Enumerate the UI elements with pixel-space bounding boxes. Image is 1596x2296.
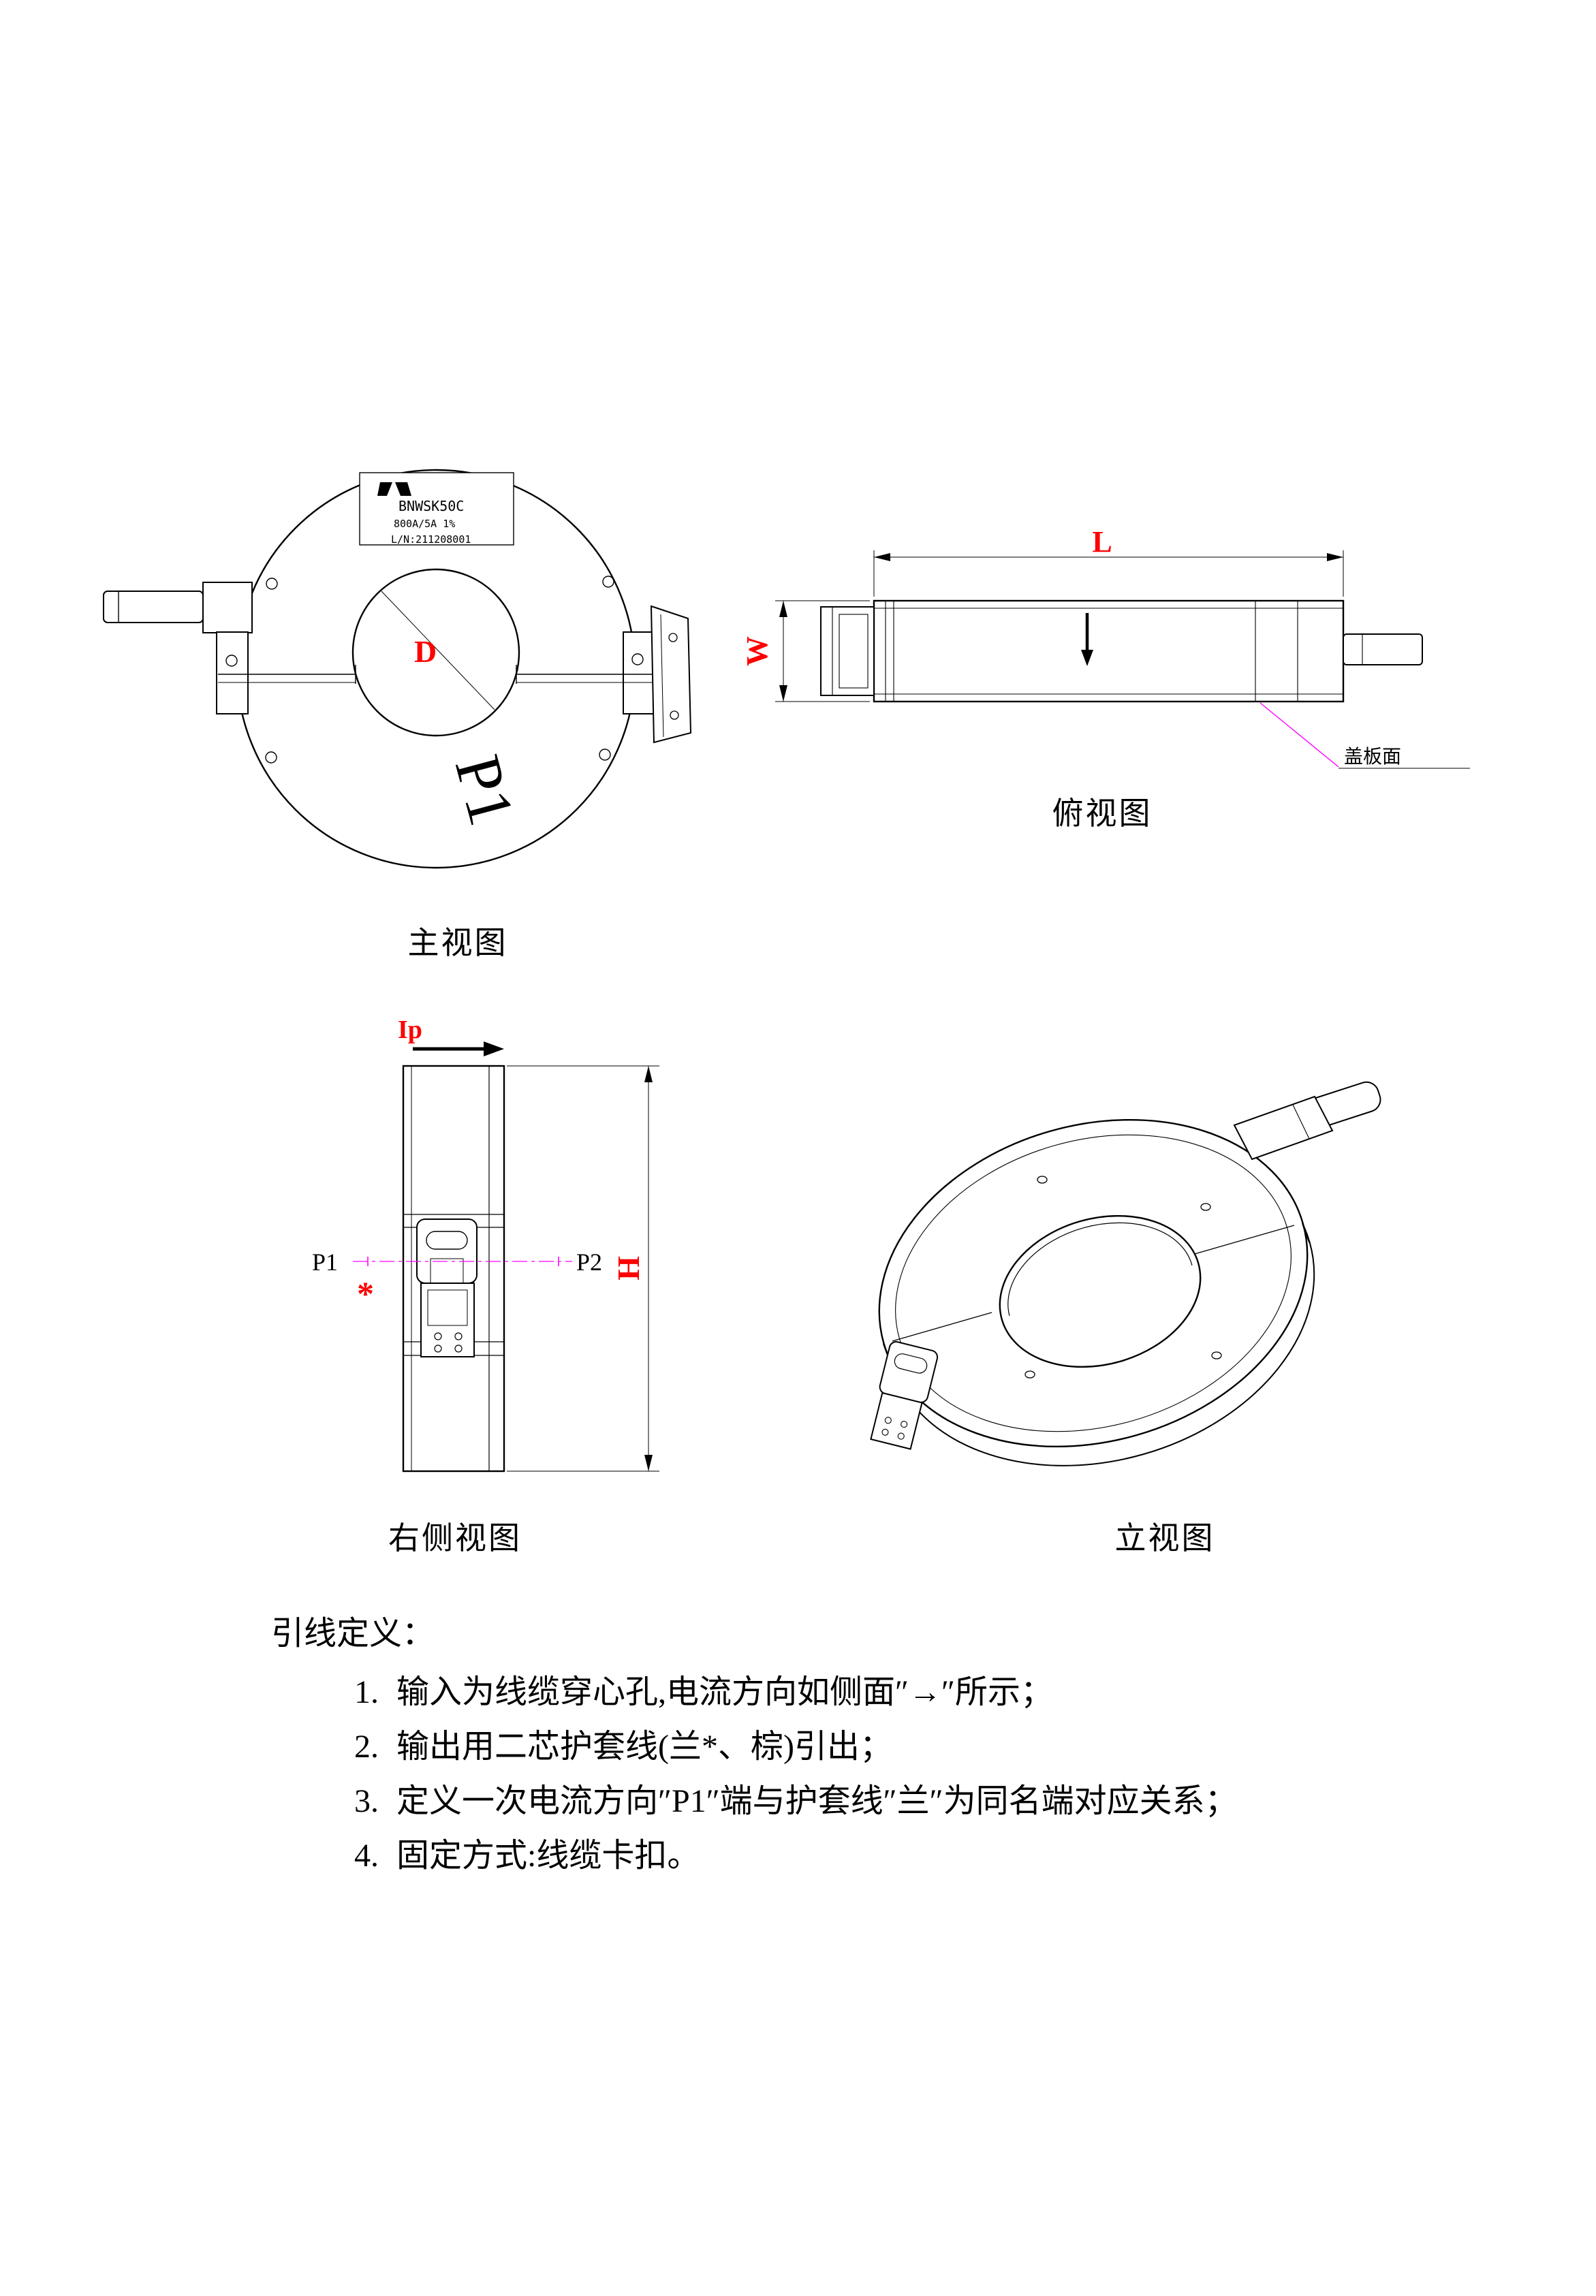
- front-view-linework: [103, 469, 692, 869]
- front-view-caption: 主视图: [407, 926, 508, 960]
- screw-holes: [225, 576, 644, 764]
- latch-plate: [650, 605, 692, 744]
- cable-exit: [1343, 633, 1423, 665]
- iso-view-drawing: [870, 1081, 1381, 1466]
- top-view-drawing: L W 盖板面: [740, 525, 1470, 769]
- product-label: [359, 472, 514, 546]
- note-item-2: 2. 输出用二芯护套线(兰*、棕)引出；: [271, 1729, 1429, 1765]
- notes-section: 引线定义： 1. 输入为线缆穿心孔,电流方向如侧面″→″所示； 2. 输出用二芯…: [271, 1606, 1429, 1892]
- label-model: BNWSK50C: [398, 498, 464, 514]
- dim-d-label: D: [414, 634, 437, 669]
- polarity-centerline: [353, 1257, 572, 1266]
- note-number: 3.: [354, 1783, 379, 1819]
- split-bosses: [216, 631, 657, 714]
- dim-h-lines: [507, 1065, 659, 1472]
- diameter-line: [381, 591, 495, 710]
- hole-depth-edge: [1007, 1222, 1193, 1317]
- current-direction-arrow: [1081, 613, 1093, 666]
- dim-w-lines: [775, 600, 870, 702]
- note-item-3: 3. 定义一次电流方向″P1″端与护套线″兰″为同名端对应关系；: [271, 1783, 1429, 1820]
- cable-boss: [1233, 1095, 1334, 1161]
- dim-l-lines: [873, 550, 1344, 597]
- center-hole: [999, 1214, 1202, 1368]
- side-view-drawing: Ip P1 P2 * H: [312, 1016, 659, 1473]
- note-text: 输入为线缆穿心孔,电流方向如侧面″→″所示；: [396, 1674, 1053, 1710]
- cover-leader-line: [1259, 702, 1339, 768]
- latch-buckle: [870, 1341, 939, 1450]
- iso-view-caption: 立视图: [1114, 1521, 1215, 1556]
- top-view-linework: [775, 550, 1470, 769]
- dim-h-label: H: [611, 1256, 646, 1280]
- cover-label: 盖板面: [1344, 746, 1401, 768]
- screw-holes: [1024, 1176, 1222, 1379]
- note-item-4: 4. 固定方式:线缆卡扣。: [271, 1838, 1429, 1874]
- note-text: 定义一次电流方向″P1″端与护套线″兰″为同名端对应关系；: [396, 1783, 1238, 1819]
- p1-label: P1: [312, 1248, 338, 1276]
- note-text: 固定方式:线缆卡扣。: [396, 1838, 700, 1874]
- note-text: 输出用二芯护套线(兰*、棕)引出；: [396, 1729, 892, 1765]
- note-number: 2.: [354, 1729, 379, 1765]
- latch-end: [820, 606, 875, 696]
- note-number: 1.: [354, 1674, 379, 1710]
- dim-l-label: L: [1092, 525, 1112, 559]
- latch-buckle: [416, 1218, 478, 1357]
- polarity-star: *: [357, 1274, 374, 1312]
- brand-logo: [377, 482, 411, 496]
- p2-label: P2: [576, 1248, 602, 1276]
- side-view-caption: 右侧视图: [388, 1521, 522, 1556]
- primary-current-arrow: [413, 1041, 504, 1056]
- note-item-1: 1. 输入为线缆穿心孔,电流方向如侧面″→″所示；: [271, 1674, 1429, 1711]
- body-outline: [873, 599, 1345, 703]
- split-line: [892, 1225, 1295, 1342]
- dim-w-label: W: [740, 636, 774, 666]
- top-view-caption: 俯视图: [1052, 796, 1153, 831]
- center-hole: [351, 568, 520, 737]
- front-view-drawing: BNWSK50C 800A/5A 1% L/N:211208001 D P1: [103, 469, 692, 869]
- note-number: 4.: [354, 1838, 379, 1874]
- current-label: Ip: [398, 1016, 422, 1044]
- notes-title: 引线定义：: [271, 1616, 435, 1652]
- label-rating: 800A/5A 1%: [394, 518, 455, 530]
- iso-view-linework: [870, 1081, 1381, 1466]
- split-line: [218, 674, 653, 683]
- side-view-linework: [353, 1041, 659, 1473]
- cable-entry: [103, 582, 253, 633]
- label-serial: L/N:211208001: [391, 533, 471, 546]
